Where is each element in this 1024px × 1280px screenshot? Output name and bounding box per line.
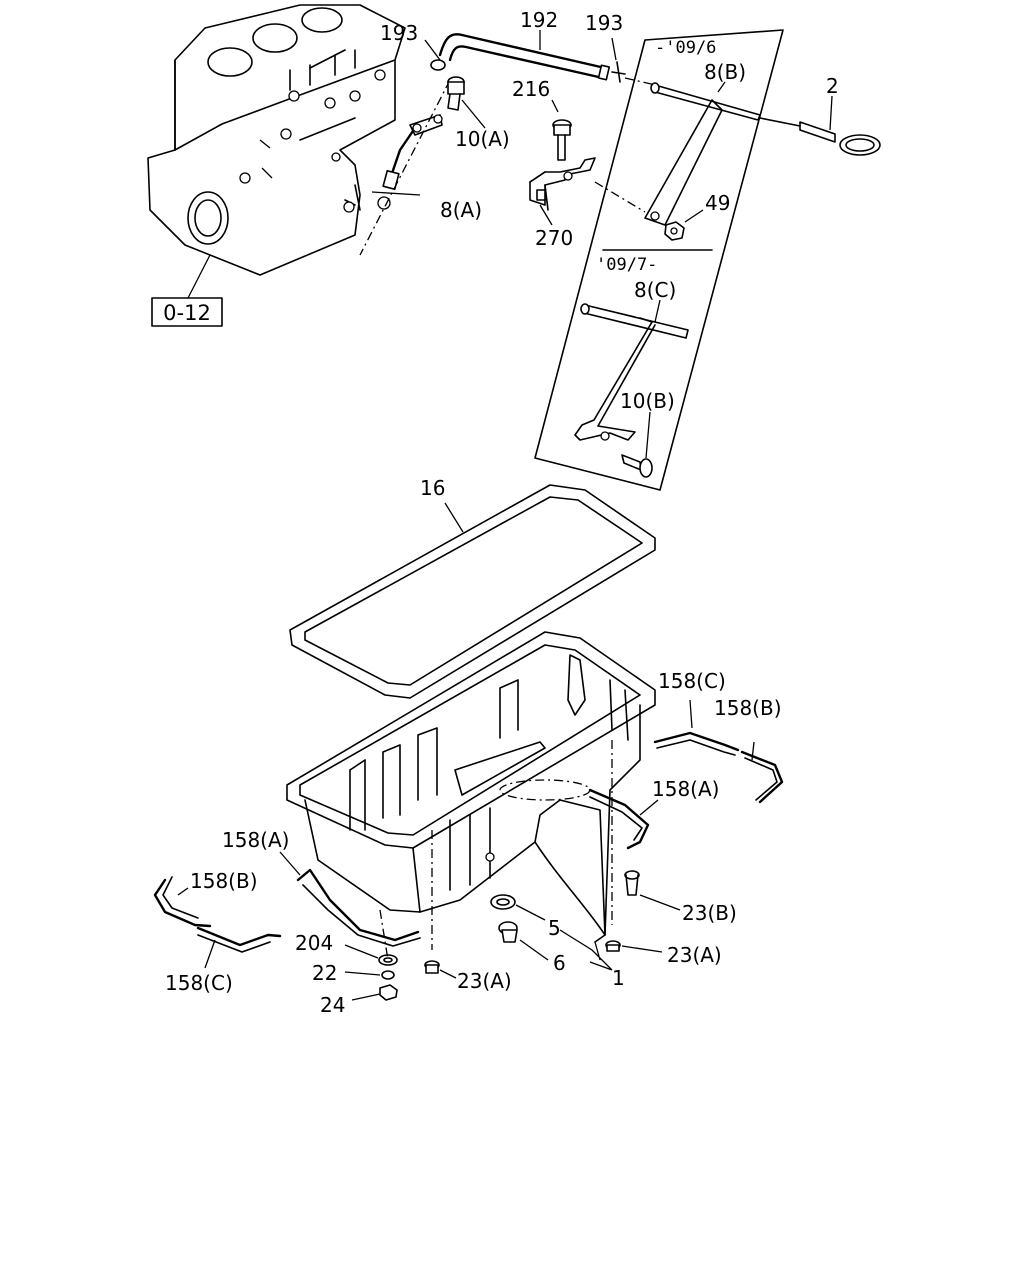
part-labels: 193 192 193 216 10(A) 8(A) 270 8(B) 2 49… [165,8,839,1017]
label-23a-right: 23(A) [667,943,722,967]
nut-24 [351,984,398,1001]
reference-box: 0-12 [151,254,223,327]
label-192: 192 [520,8,558,32]
washer-5 [490,894,546,921]
label-1: 1 [612,966,625,990]
guide-tube-8a [343,79,451,256]
label-193-right: 193 [585,11,623,35]
label-8a: 8(A) [440,198,482,222]
label-158c-right: 158(C) [658,669,726,693]
label-158b-left: 158(B) [190,869,258,893]
label-2: 2 [826,74,839,98]
leader-part-1 [559,929,613,971]
label-193-left: 193 [380,21,418,45]
washer-204 [344,944,398,966]
version-note-early: -'09/6 [655,38,716,58]
bolt-10a [447,76,486,129]
version-note-late: '09/7- [596,255,657,275]
bolt-23a-left [424,960,457,979]
label-22: 22 [312,961,337,985]
seal-158b-right [740,741,784,804]
tube-8c [574,299,689,441]
bracket-270 [529,157,596,226]
label-158b-right: 158(B) [714,696,782,720]
label-270: 270 [535,226,573,250]
hose-192 [438,30,611,81]
washer-22 [344,970,395,980]
label-158c-left: 158(C) [165,971,233,995]
label-158a-left: 158(A) [222,828,289,852]
seal-158c-right [653,699,740,756]
label-216: 216 [512,77,550,101]
label-8c: 8(C) [634,278,676,302]
label-16: 16 [420,476,445,500]
seal-158c-left [196,926,282,969]
drain-plug-6 [498,921,549,961]
oil-pan-1 [286,631,656,961]
bolt-23b [624,870,681,911]
label-49: 49 [705,191,730,215]
tube-8b [594,81,761,226]
label-23a-left: 23(A) [457,969,512,993]
bolt-216 [551,99,572,161]
engine-block [147,4,406,276]
label-8b: 8(B) [704,60,746,84]
label-10a: 10(A) [455,127,510,151]
reference-box-label: 0-12 [163,301,211,325]
bolt-10b [621,411,653,478]
nut-49 [664,209,704,241]
dipstick-2 [759,95,881,156]
label-6: 6 [553,951,566,975]
gasket-16 [289,484,656,699]
version-panel: -'09/6 '09/7- [534,29,784,491]
bolt-23a-right [605,940,663,953]
label-204: 204 [295,931,333,955]
seal-158a-left [279,851,421,947]
clip-193-left [424,39,446,71]
label-158a-right: 158(A) [652,777,719,801]
seal-158b-left [153,876,212,928]
seal-158a-right [588,788,659,850]
label-10b: 10(B) [620,389,675,413]
clip-193-right [611,37,661,87]
label-23b: 23(B) [682,901,737,925]
label-24: 24 [320,993,345,1017]
label-5: 5 [548,916,561,940]
